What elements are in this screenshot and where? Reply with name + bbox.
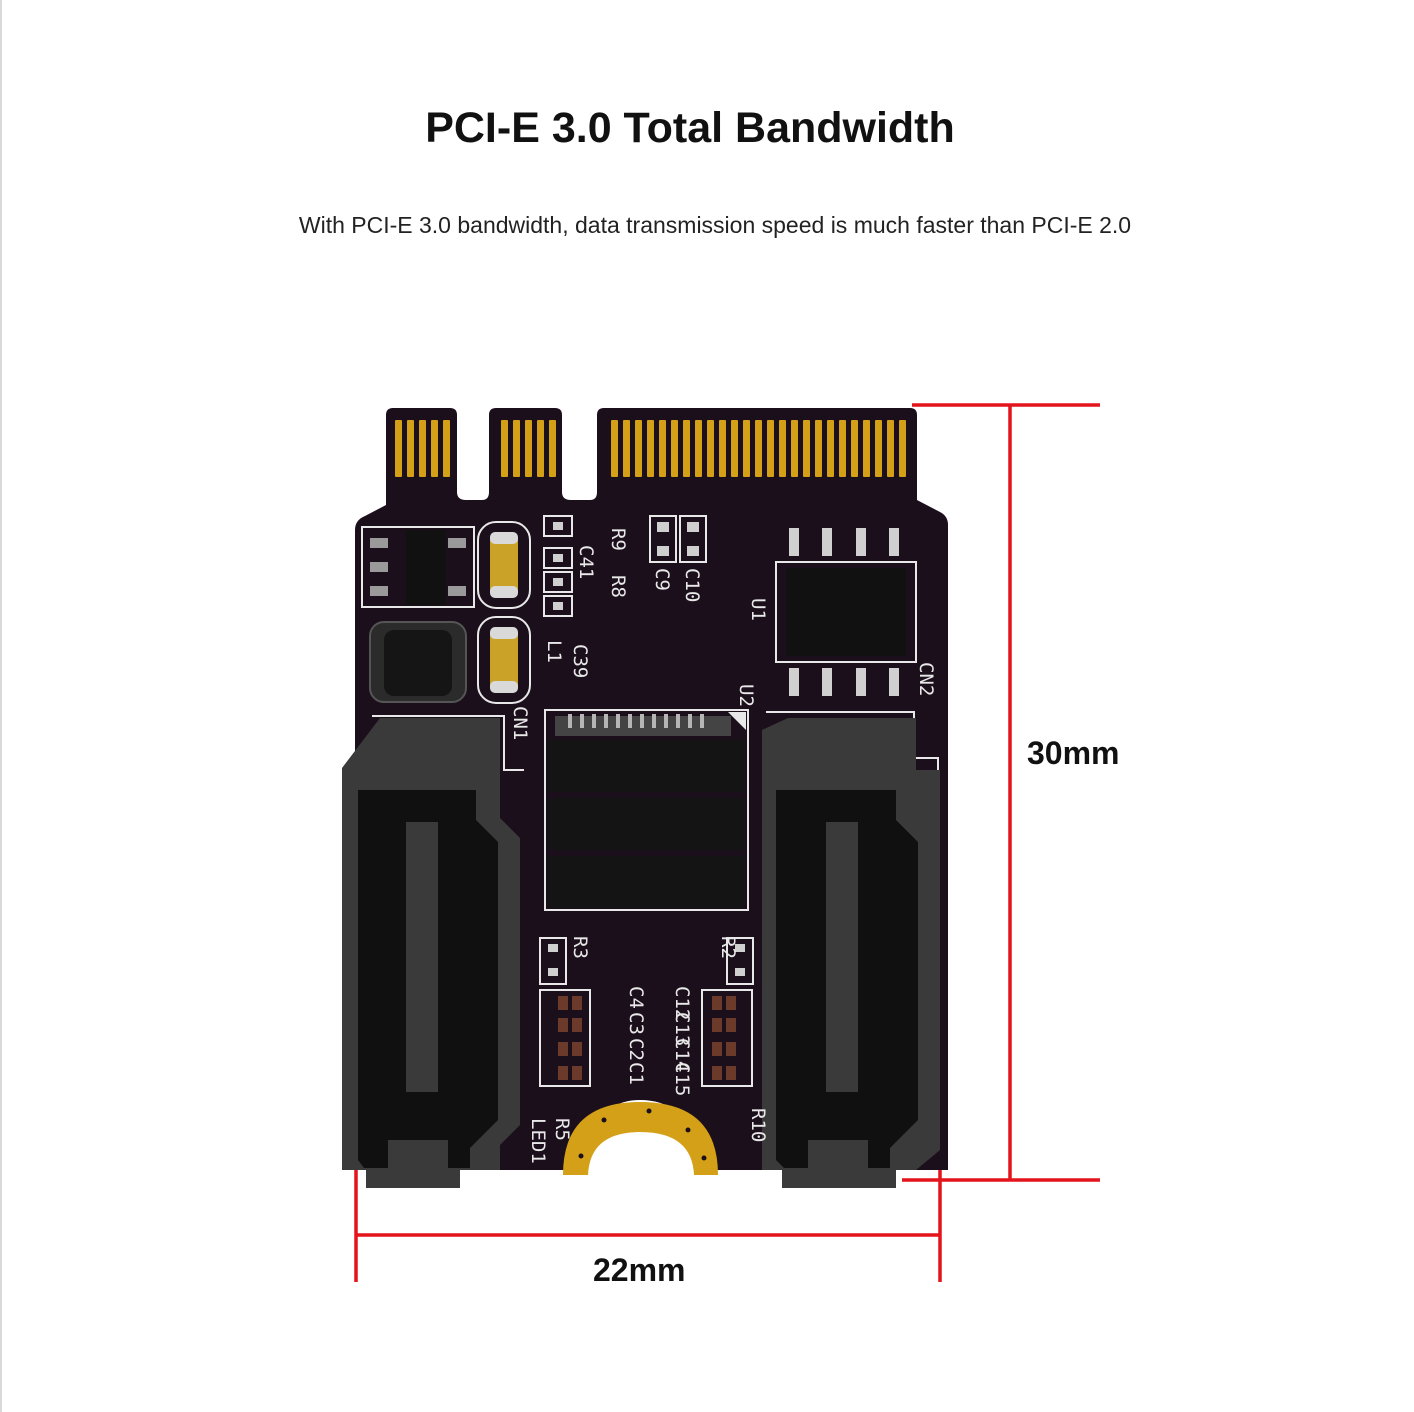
smd-components-lower — [539, 937, 754, 1087]
u1-chip — [775, 528, 917, 696]
sata-connector-left — [342, 715, 524, 1188]
silk-c1: C1 — [625, 1062, 647, 1085]
gold-fingers-left — [395, 420, 450, 477]
gold-fingers-middle — [501, 420, 556, 477]
height-dimension-label: 30mm — [1027, 735, 1120, 771]
silk-r10: R10 — [747, 1108, 769, 1142]
silk-cn2: CN2 — [915, 662, 937, 696]
silk-c15: C15 — [671, 1062, 693, 1096]
width-dimension-label: 22mm — [593, 1252, 686, 1288]
silkscreen-labels: R9 R8 C41 C10 C9 U1 C39 L1 U2 CN2 CN1 R3… — [509, 528, 937, 1164]
silk-c2: C2 — [625, 1038, 647, 1061]
page-title: PCI-E 3.0 Total Bandwidth — [425, 104, 955, 152]
silk-c39: C39 — [569, 644, 591, 678]
silk-r2: R2 — [717, 936, 739, 959]
page-edge — [0, 0, 2, 1412]
gold-fingers-right — [611, 420, 906, 477]
smd-pads-lower — [558, 996, 736, 1080]
capacitor-c41 — [477, 521, 531, 609]
sata-connector-right — [762, 711, 940, 1188]
u2-controller-heatsink — [544, 709, 749, 911]
regulator-chip — [361, 526, 475, 608]
page-subtitle: With PCI-E 3.0 bandwidth, data transmiss… — [298, 212, 1132, 238]
smd-pads-top — [553, 522, 699, 610]
silk-l1: L1 — [543, 640, 565, 663]
silk-c10: C10 — [681, 568, 703, 602]
silk-r3: R3 — [569, 936, 591, 959]
silk-c4: C4 — [625, 986, 647, 1009]
silk-cn1: CN1 — [509, 706, 531, 740]
silk-c3: C3 — [625, 1012, 647, 1035]
silk-c12: C12 — [671, 986, 693, 1020]
silk-c9: C9 — [651, 568, 673, 591]
capacitor-c39 — [477, 616, 531, 704]
silk-u1: U1 — [747, 598, 769, 621]
silk-c14: C14 — [671, 1038, 693, 1072]
mounting-notch — [563, 1102, 718, 1175]
silk-led1: LED1 — [527, 1118, 549, 1164]
height-dimension-lines — [902, 403, 1100, 1182]
silk-c41: C41 — [575, 545, 597, 579]
silk-r5: R5 — [551, 1118, 573, 1141]
smd-resistors-top — [543, 515, 707, 617]
silk-r9: R9 — [607, 528, 629, 551]
inductor — [369, 621, 467, 703]
silk-c13: C13 — [671, 1012, 693, 1046]
silk-r8: R8 — [607, 575, 629, 598]
width-dimension-lines — [354, 1170, 942, 1282]
smd-pads-lower-light — [548, 944, 745, 976]
silk-u2: U2 — [735, 684, 757, 707]
